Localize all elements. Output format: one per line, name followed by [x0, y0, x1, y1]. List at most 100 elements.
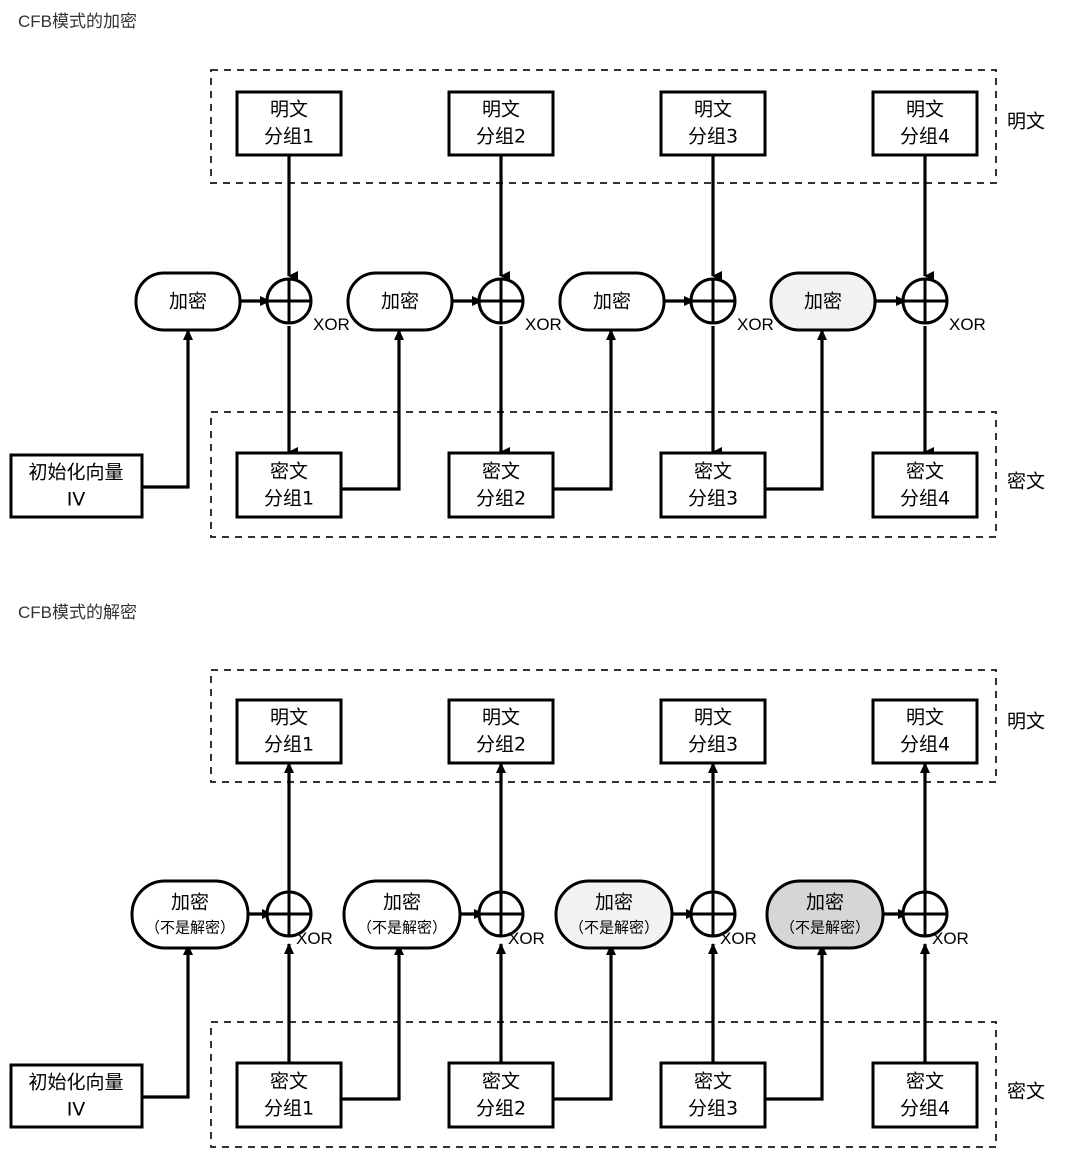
encryption-ciphertext-group-outline — [210, 411, 997, 538]
dec-xor-2: XOR — [477, 890, 545, 948]
enc-cipher-unit-1-label: 加密 — [169, 291, 207, 313]
dec-plaintext-block-2[interactable]: 明文 分组2 — [447, 698, 555, 765]
dec-ciphertext-block-3[interactable]: 密文 分组3 — [659, 1061, 767, 1129]
dec-iv-box[interactable] — [9, 1063, 144, 1129]
dec-cipher-unit-3[interactable]: 加密 （不是解密） — [554, 879, 674, 950]
enc-xor-4: XOR — [901, 277, 986, 334]
enc-cipher-unit-3[interactable]: 加密 — [558, 271, 666, 332]
enc-path-iv-to-cipherunit1 — [142, 329, 193, 489]
enc-plaintext-block-2[interactable]: 明文 分组2 — [447, 90, 555, 157]
dec-ciphertext-block-1[interactable]: 密文 分组1 — [235, 1061, 343, 1129]
dec-cipher-unit-4[interactable]: 加密 （不是解密） — [765, 879, 885, 950]
encryption-ciphertext-group-label: 密文 — [1007, 471, 1045, 493]
dec-path-cipher3-to-cipherunit4 — [765, 944, 827, 1101]
dec-path-iv-to-cipherunit1 — [142, 944, 193, 1099]
enc-iv-box[interactable] — [9, 453, 144, 519]
dec-cipher-unit-2-shape[interactable] — [342, 879, 462, 950]
enc-plaintext-box-2[interactable] — [447, 90, 555, 157]
dec-cipher-unit-1-shape[interactable] — [130, 879, 250, 950]
enc-plaintext-box-4[interactable] — [871, 90, 979, 157]
dec-plaintext-block-3[interactable]: 明文 分组3 — [659, 698, 767, 765]
dec-plaintext-box-3[interactable] — [659, 698, 767, 765]
enc-iv-block[interactable]: 初始化向量 IV — [9, 453, 144, 519]
dec-cipher-unit-1-line2: （不是解密） — [145, 919, 235, 937]
decryption-title: CFB模式的解密 — [18, 603, 137, 622]
dec-plaintext-box-1-line2: 分组1 — [264, 734, 314, 756]
enc-iv-line2: IV — [67, 489, 86, 511]
enc-xor-1: XOR — [265, 277, 350, 334]
enc-path-cipher3-to-cipherunit4 — [765, 329, 827, 491]
dec-iv-block[interactable]: 初始化向量 IV — [9, 1063, 144, 1129]
enc-ciphertext-block-2[interactable]: 密文 分组2 — [447, 451, 555, 519]
dec-cipher-unit-4-shape[interactable] — [765, 879, 885, 950]
dec-cipher-unit-1[interactable]: 加密 （不是解密） — [130, 879, 250, 950]
dec-ciphertext-box-1[interactable] — [235, 1061, 343, 1129]
dec-ciphertext-box-4[interactable] — [871, 1061, 979, 1129]
enc-ciphertext-block-4[interactable]: 密文 分组4 — [871, 451, 979, 519]
encryption-plaintext-group-label: 明文 — [1007, 111, 1045, 133]
enc-plaintext-box-4-line2: 分组4 — [900, 126, 950, 148]
enc-xor-2-label: XOR — [525, 315, 562, 334]
enc-xor-3-label: XOR — [737, 315, 774, 334]
enc-xor-1-label: XOR — [313, 315, 350, 334]
enc-cipher-unit-1[interactable]: 加密 — [134, 271, 242, 332]
enc-ciphertext-box-4[interactable] — [871, 451, 979, 519]
dec-ciphertext-box-3-line1: 密文 — [694, 1071, 732, 1093]
dec-plaintext-block-1[interactable]: 明文 分组1 — [235, 698, 343, 765]
enc-plaintext-box-1[interactable] — [235, 90, 343, 157]
dec-cipher-unit-2[interactable]: 加密 （不是解密） — [342, 879, 462, 950]
dec-cipher-unit-3-line1: 加密 — [595, 892, 633, 914]
dec-ciphertext-box-4-line1: 密文 — [906, 1071, 944, 1093]
enc-cipher-unit-3-shape[interactable] — [558, 271, 666, 332]
enc-plaintext-box-2-line2: 分组2 — [476, 126, 526, 148]
dec-iv-line2: IV — [67, 1099, 86, 1121]
dec-plaintext-box-3-line2: 分组3 — [688, 734, 738, 756]
enc-cipher-unit-2-shape[interactable] — [346, 271, 454, 332]
enc-cipher-unit-2-label: 加密 — [381, 291, 419, 313]
dec-path-cipher2-to-cipherunit3 — [553, 944, 616, 1101]
dec-plaintext-box-4-line1: 明文 — [906, 707, 944, 729]
enc-cipher-unit-4[interactable]: 加密 — [769, 271, 877, 332]
dec-cipher-unit-2-line2: （不是解密） — [357, 919, 447, 937]
dec-cipher-unit-4-line1: 加密 — [806, 892, 844, 914]
dec-path-cipher1-to-cipherunit2 — [341, 944, 404, 1101]
enc-ciphertext-box-3[interactable] — [659, 451, 767, 519]
enc-plaintext-block-3[interactable]: 明文 分组3 — [659, 90, 767, 157]
enc-plaintext-box-3[interactable] — [659, 90, 767, 157]
enc-ciphertext-box-1-line2: 分组1 — [264, 488, 314, 510]
dec-cipher-unit-2-line1: 加密 — [383, 892, 421, 914]
dec-ciphertext-block-2[interactable]: 密文 分组2 — [447, 1061, 555, 1129]
dec-cipher-unit-4-line2: （不是解密） — [780, 919, 870, 937]
dec-ciphertext-block-4[interactable]: 密文 分组4 — [871, 1061, 979, 1129]
dec-plaintext-block-4[interactable]: 明文 分组4 — [871, 698, 979, 765]
enc-cipher-unit-2[interactable]: 加密 — [346, 271, 454, 332]
dec-xor-1-label: XOR — [296, 929, 333, 948]
enc-ciphertext-box-2[interactable] — [447, 451, 555, 519]
enc-xor-4-label: XOR — [949, 315, 986, 334]
enc-plaintext-box-1-line1: 明文 — [270, 99, 308, 121]
enc-plaintext-box-3-line2: 分组3 — [688, 126, 738, 148]
dec-ciphertext-box-3[interactable] — [659, 1061, 767, 1129]
enc-ciphertext-block-3[interactable]: 密文 分组3 — [659, 451, 767, 519]
enc-plaintext-box-3-line1: 明文 — [694, 99, 732, 121]
enc-cipher-unit-3-label: 加密 — [593, 291, 631, 313]
enc-plaintext-block-1[interactable]: 明文 分组1 — [235, 90, 343, 157]
enc-ciphertext-box-4-line1: 密文 — [906, 461, 944, 483]
enc-plaintext-block-4[interactable]: 明文 分组4 — [871, 90, 979, 157]
dec-cipher-unit-3-shape[interactable] — [554, 879, 674, 950]
dec-ciphertext-box-1-line2: 分组1 — [264, 1098, 314, 1120]
enc-cipher-unit-4-shape[interactable] — [769, 271, 877, 332]
dec-ciphertext-box-2[interactable] — [447, 1061, 555, 1129]
decryption-section: CFB模式的解密 明文 密文 明文 分组1 — [9, 603, 1045, 1148]
dec-plaintext-box-4[interactable] — [871, 698, 979, 765]
dec-xor-3-label: XOR — [720, 929, 757, 948]
enc-ciphertext-box-1[interactable] — [235, 451, 343, 519]
enc-cipher-unit-1-shape[interactable] — [134, 271, 242, 332]
enc-ciphertext-block-1[interactable]: 密文 分组1 — [235, 451, 343, 519]
enc-plaintext-box-1-line2: 分组1 — [264, 126, 314, 148]
decryption-ciphertext-group-label: 密文 — [1007, 1081, 1045, 1103]
decryption-ciphertext-group-outline — [210, 1021, 997, 1148]
dec-plaintext-box-2[interactable] — [447, 698, 555, 765]
enc-plaintext-box-4-line1: 明文 — [906, 99, 944, 121]
dec-plaintext-box-1[interactable] — [235, 698, 343, 765]
